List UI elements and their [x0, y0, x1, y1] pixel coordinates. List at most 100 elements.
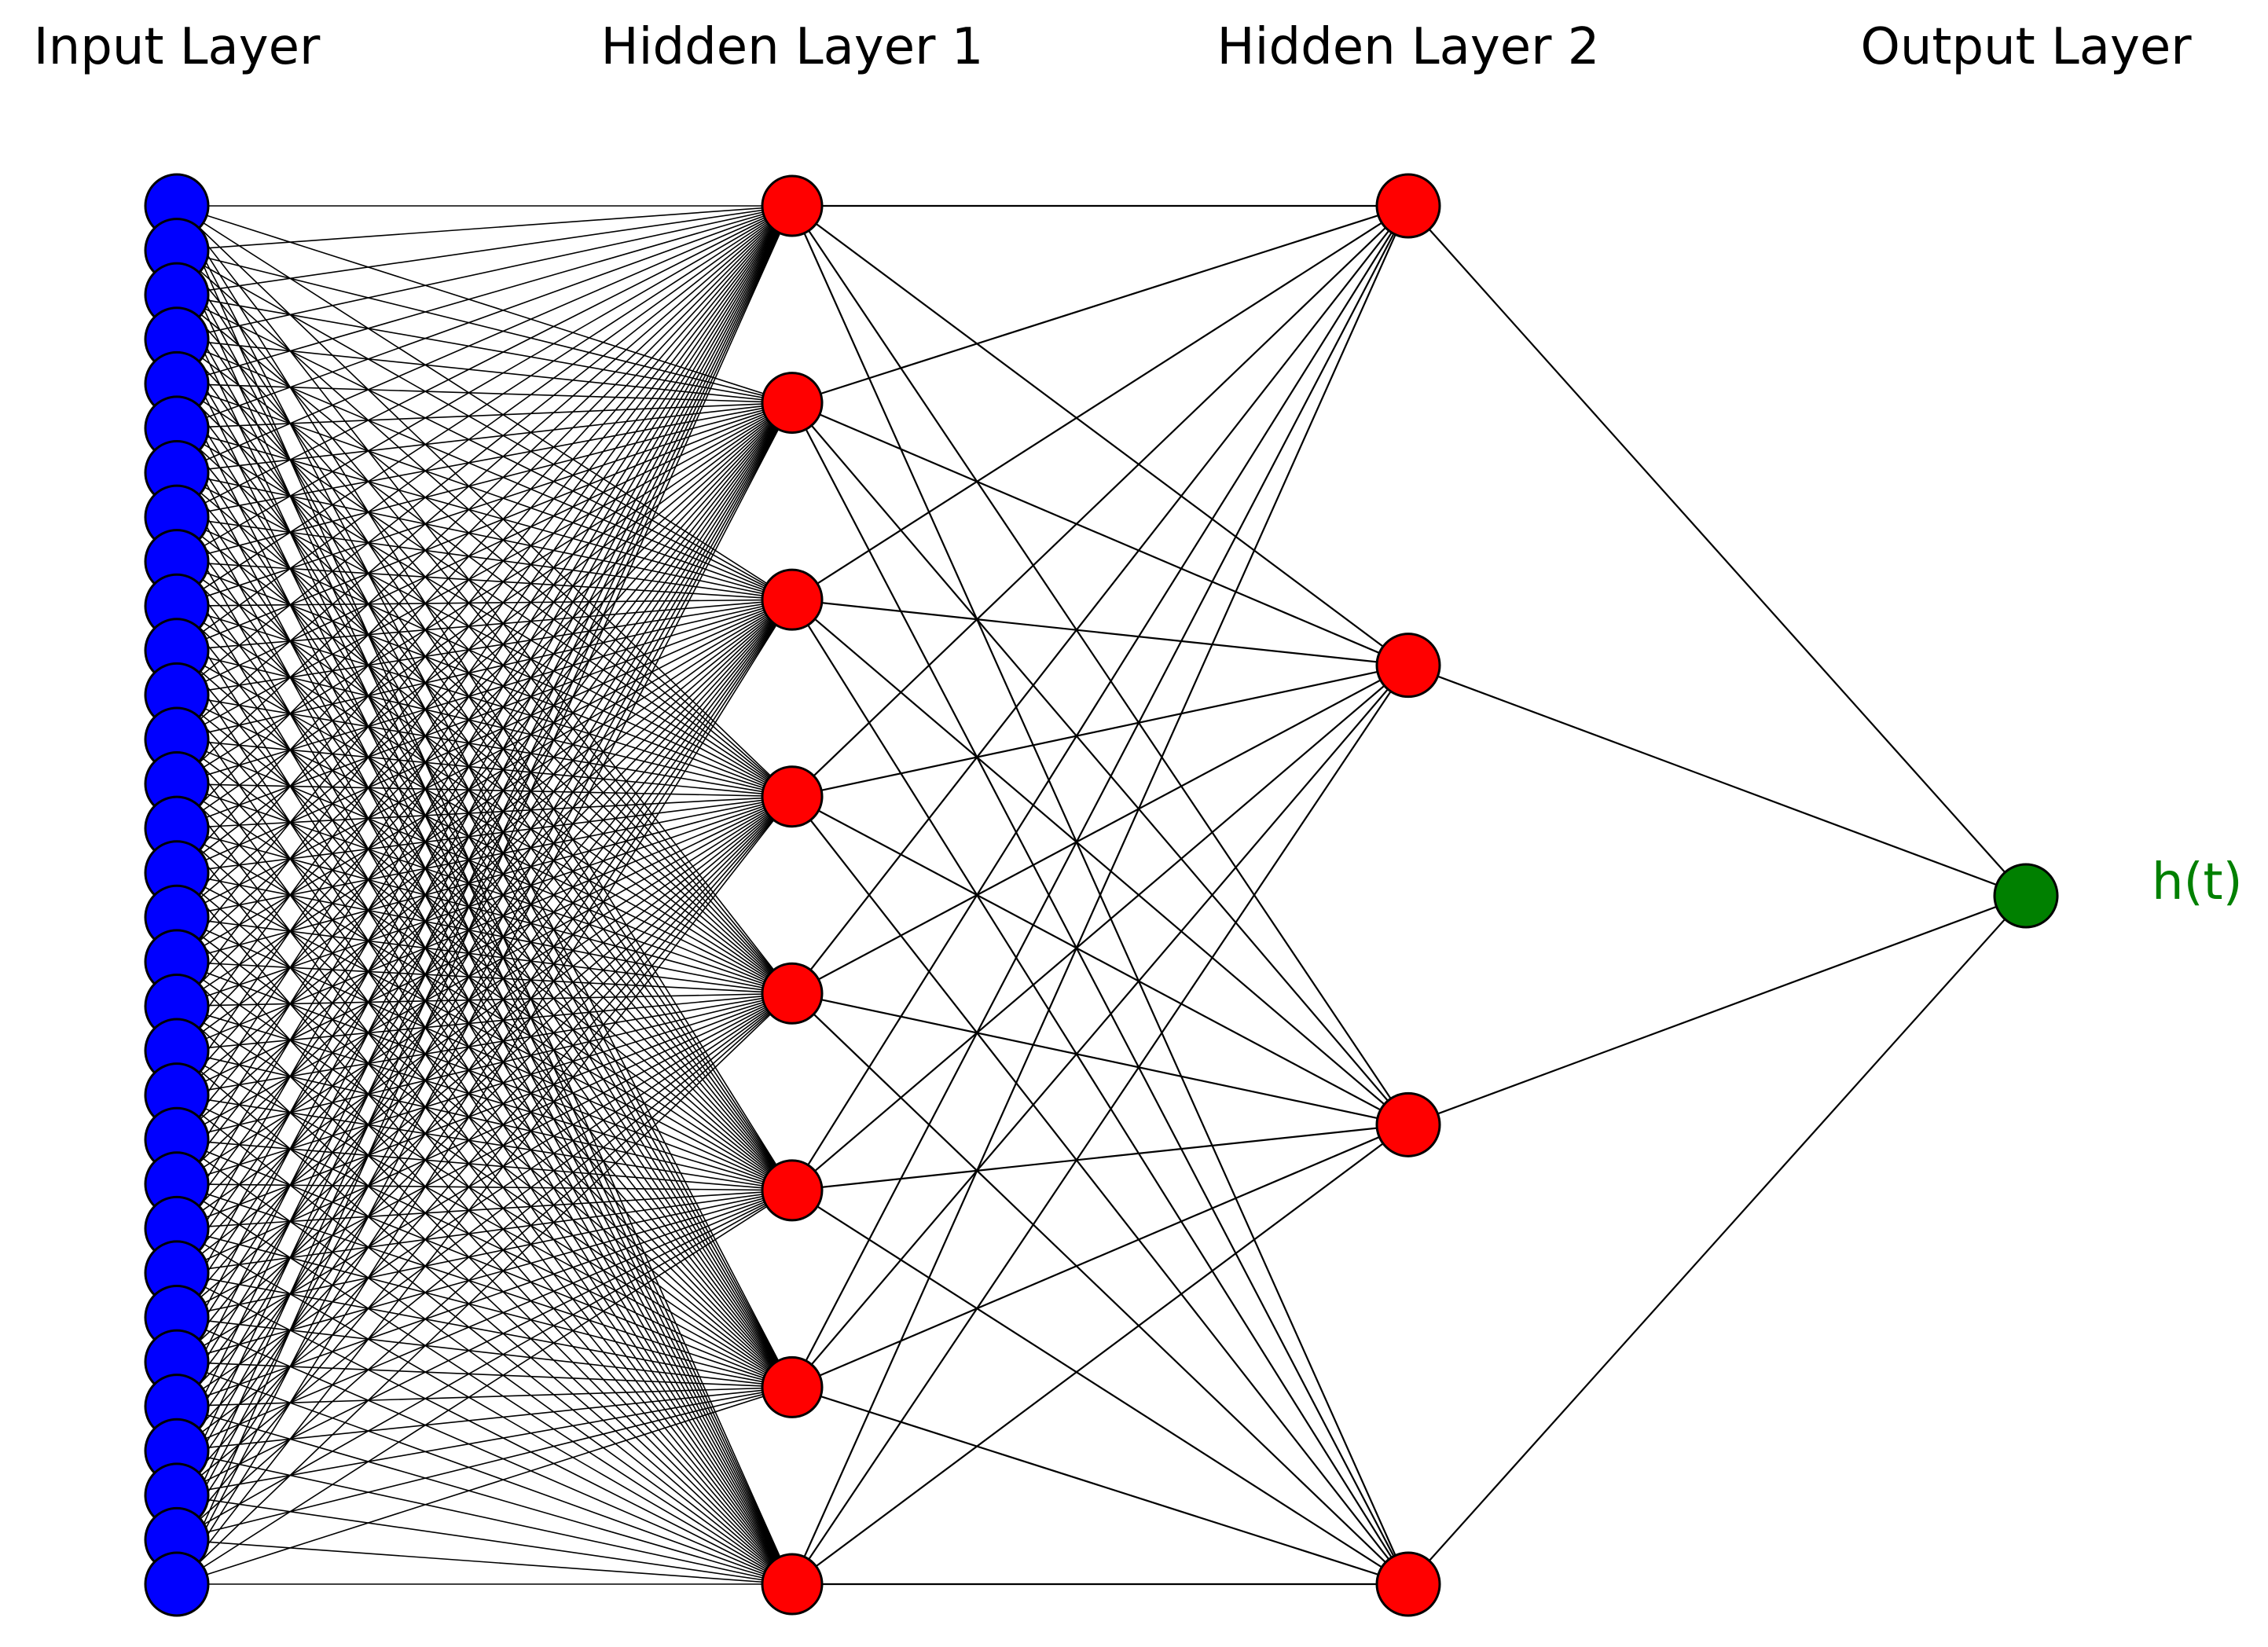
edge-input-0-to-hidden1-6: [176, 205, 793, 1388]
edge-hidden1-5-to-hidden2-3: [791, 1189, 1409, 1585]
edge-hidden1-6-to-hidden2-2: [791, 1124, 1409, 1388]
edge-input-24-to-hidden1-0: [176, 205, 793, 1274]
edge-input-21-to-hidden1-0: [176, 205, 793, 1140]
edge-input-31-to-hidden1-5: [176, 1190, 793, 1585]
edge-hidden1-1-to-hidden2-1: [791, 402, 1409, 666]
hidden-layer-1-title: Hidden Layer 1: [600, 18, 984, 76]
edge-input-4-to-hidden1-3: [176, 383, 793, 798]
edge-hidden1-7-to-hidden2-2: [791, 1124, 1409, 1585]
output-label-ht: h(t): [2152, 853, 2243, 912]
edge-input-30-to-hidden1-6: [176, 1386, 793, 1541]
hidden2-node-2: [1375, 1091, 1441, 1157]
edge-hidden1-2-to-hidden2-2: [791, 599, 1409, 1126]
edge-input-22-to-hidden1-5: [176, 1183, 793, 1191]
edge-input-21-to-hidden1-4: [176, 992, 793, 1140]
edge-input-1-to-hidden1-7: [176, 250, 793, 1585]
edge-hidden1-4-to-hidden2-3: [791, 992, 1409, 1585]
edge-input-19-to-hidden1-3: [176, 795, 793, 1051]
edge-input-16-to-hidden1-6: [176, 916, 793, 1388]
edge-input-0-to-hidden1-3: [176, 205, 793, 798]
edge-input-29-to-hidden1-0: [176, 205, 793, 1496]
edge-input-10-to-hidden1-3: [176, 650, 793, 798]
edge-input-3-to-hidden1-5: [176, 339, 793, 1191]
edge-input-18-to-hidden1-1: [176, 402, 793, 1007]
edge-input-14-to-hidden1-0: [176, 205, 793, 829]
edge-input-17-to-hidden1-6: [176, 961, 793, 1388]
edge-input-24-to-hidden1-2: [176, 599, 793, 1274]
edge-input-27-to-hidden1-7: [176, 1405, 793, 1585]
edge-hidden1-5-to-hidden2-2: [791, 1124, 1409, 1191]
edge-input-17-to-hidden1-1: [176, 402, 793, 963]
edge-input-17-to-hidden1-5: [176, 961, 793, 1191]
edge-input-24-to-hidden1-7: [176, 1272, 793, 1585]
edge-hidden1-0-to-hidden2-1: [791, 205, 1409, 666]
edge-input-15-to-hidden1-0: [176, 205, 793, 874]
hidden2-node-1: [1375, 633, 1441, 699]
edge-input-12-to-hidden1-6: [176, 739, 793, 1388]
edge-input-23-to-hidden1-2: [176, 599, 793, 1229]
edge-input-8-to-hidden1-5: [176, 561, 793, 1191]
edge-input-9-to-hidden1-5: [176, 605, 793, 1191]
edge-input-15-to-hidden1-5: [176, 871, 793, 1191]
hidden1-node-3: [761, 765, 824, 828]
edge-input-10-to-hidden1-1: [176, 402, 793, 651]
edge-input-27-to-hidden1-1: [176, 402, 793, 1407]
edge-input-14-to-hidden1-1: [176, 402, 793, 829]
hidden1-node-6: [761, 1355, 824, 1418]
edge-hidden1-1-to-hidden2-0: [791, 204, 1409, 404]
edge-input-12-to-hidden1-4: [176, 739, 793, 995]
edge-input-3-to-hidden1-0: [176, 205, 793, 340]
edge-input-11-to-hidden1-0: [176, 205, 793, 696]
edge-input-27-to-hidden1-2: [176, 599, 793, 1407]
edge-input-16-to-hidden1-7: [176, 916, 793, 1585]
edge-input-6-to-hidden1-4: [176, 471, 793, 994]
edge-input-21-to-hidden1-5: [176, 1139, 793, 1191]
edge-input-4-to-hidden1-0: [176, 205, 793, 385]
edge-input-1-to-hidden1-6: [176, 250, 793, 1388]
edge-input-21-to-hidden1-6: [176, 1139, 793, 1388]
edge-input-12-to-hidden1-2: [176, 599, 793, 740]
edge-hidden1-1-to-hidden2-3: [791, 402, 1409, 1585]
edge-input-27-to-hidden1-6: [176, 1386, 793, 1407]
edge-input-31-to-hidden1-4: [176, 992, 793, 1585]
edge-input-31-to-hidden1-3: [176, 796, 793, 1585]
edge-input-7-to-hidden1-7: [176, 516, 793, 1585]
edge-input-28-to-hidden1-1: [176, 402, 793, 1451]
edge-hidden1-4-to-hidden2-1: [791, 664, 1409, 995]
edge-input-16-to-hidden1-5: [176, 916, 793, 1191]
edge-input-23-to-hidden1-5: [176, 1190, 793, 1230]
edge-input-29-to-hidden1-5: [176, 1190, 793, 1496]
edge-input-13-to-hidden1-0: [176, 205, 793, 785]
edge-input-6-to-hidden1-7: [176, 472, 793, 1585]
hidden1-node-5: [761, 1159, 824, 1222]
edge-input-25-to-hidden1-3: [176, 796, 793, 1319]
edge-input-7-to-hidden1-5: [176, 516, 793, 1191]
edge-input-18-to-hidden1-0: [176, 205, 793, 1007]
edge-input-23-to-hidden1-4: [176, 992, 793, 1230]
edge-input-3-to-hidden1-7: [176, 339, 793, 1585]
edge-input-30-to-hidden1-4: [176, 992, 793, 1541]
edge-input-25-to-hidden1-2: [176, 599, 793, 1319]
edge-input-11-to-hidden1-4: [176, 694, 793, 995]
input-layer-title: Input Layer: [33, 18, 321, 76]
edge-input-14-to-hidden1-6: [176, 827, 793, 1388]
edge-input-10-to-hidden1-6: [176, 650, 793, 1388]
edge-input-11-to-hidden1-7: [176, 694, 793, 1585]
edge-hidden1-2-to-hidden2-3: [791, 599, 1409, 1585]
edge-input-26-to-hidden1-6: [176, 1361, 793, 1388]
edge-input-13-to-hidden1-3: [176, 783, 793, 798]
edge-input-1-to-hidden1-3: [176, 249, 793, 798]
edge-input-16-to-hidden1-3: [176, 795, 793, 919]
edge-input-0-to-hidden1-5: [176, 205, 793, 1191]
edge-input-26-to-hidden1-1: [176, 402, 793, 1363]
edge-input-3-to-hidden1-3: [176, 339, 793, 798]
hidden2-node-3: [1375, 1551, 1441, 1617]
edge-hidden1-3-to-hidden2-1: [791, 664, 1409, 798]
edge-input-20-to-hidden1-5: [176, 1094, 793, 1191]
edge-input-5-to-hidden1-7: [176, 427, 793, 1585]
edge-input-11-to-hidden1-1: [176, 402, 793, 696]
edge-input-18-to-hidden1-4: [176, 992, 793, 1007]
edge-input-17-to-hidden1-2: [176, 599, 793, 963]
edge-input-11-to-hidden1-3: [176, 694, 793, 798]
edge-input-26-to-hidden1-5: [176, 1190, 793, 1363]
